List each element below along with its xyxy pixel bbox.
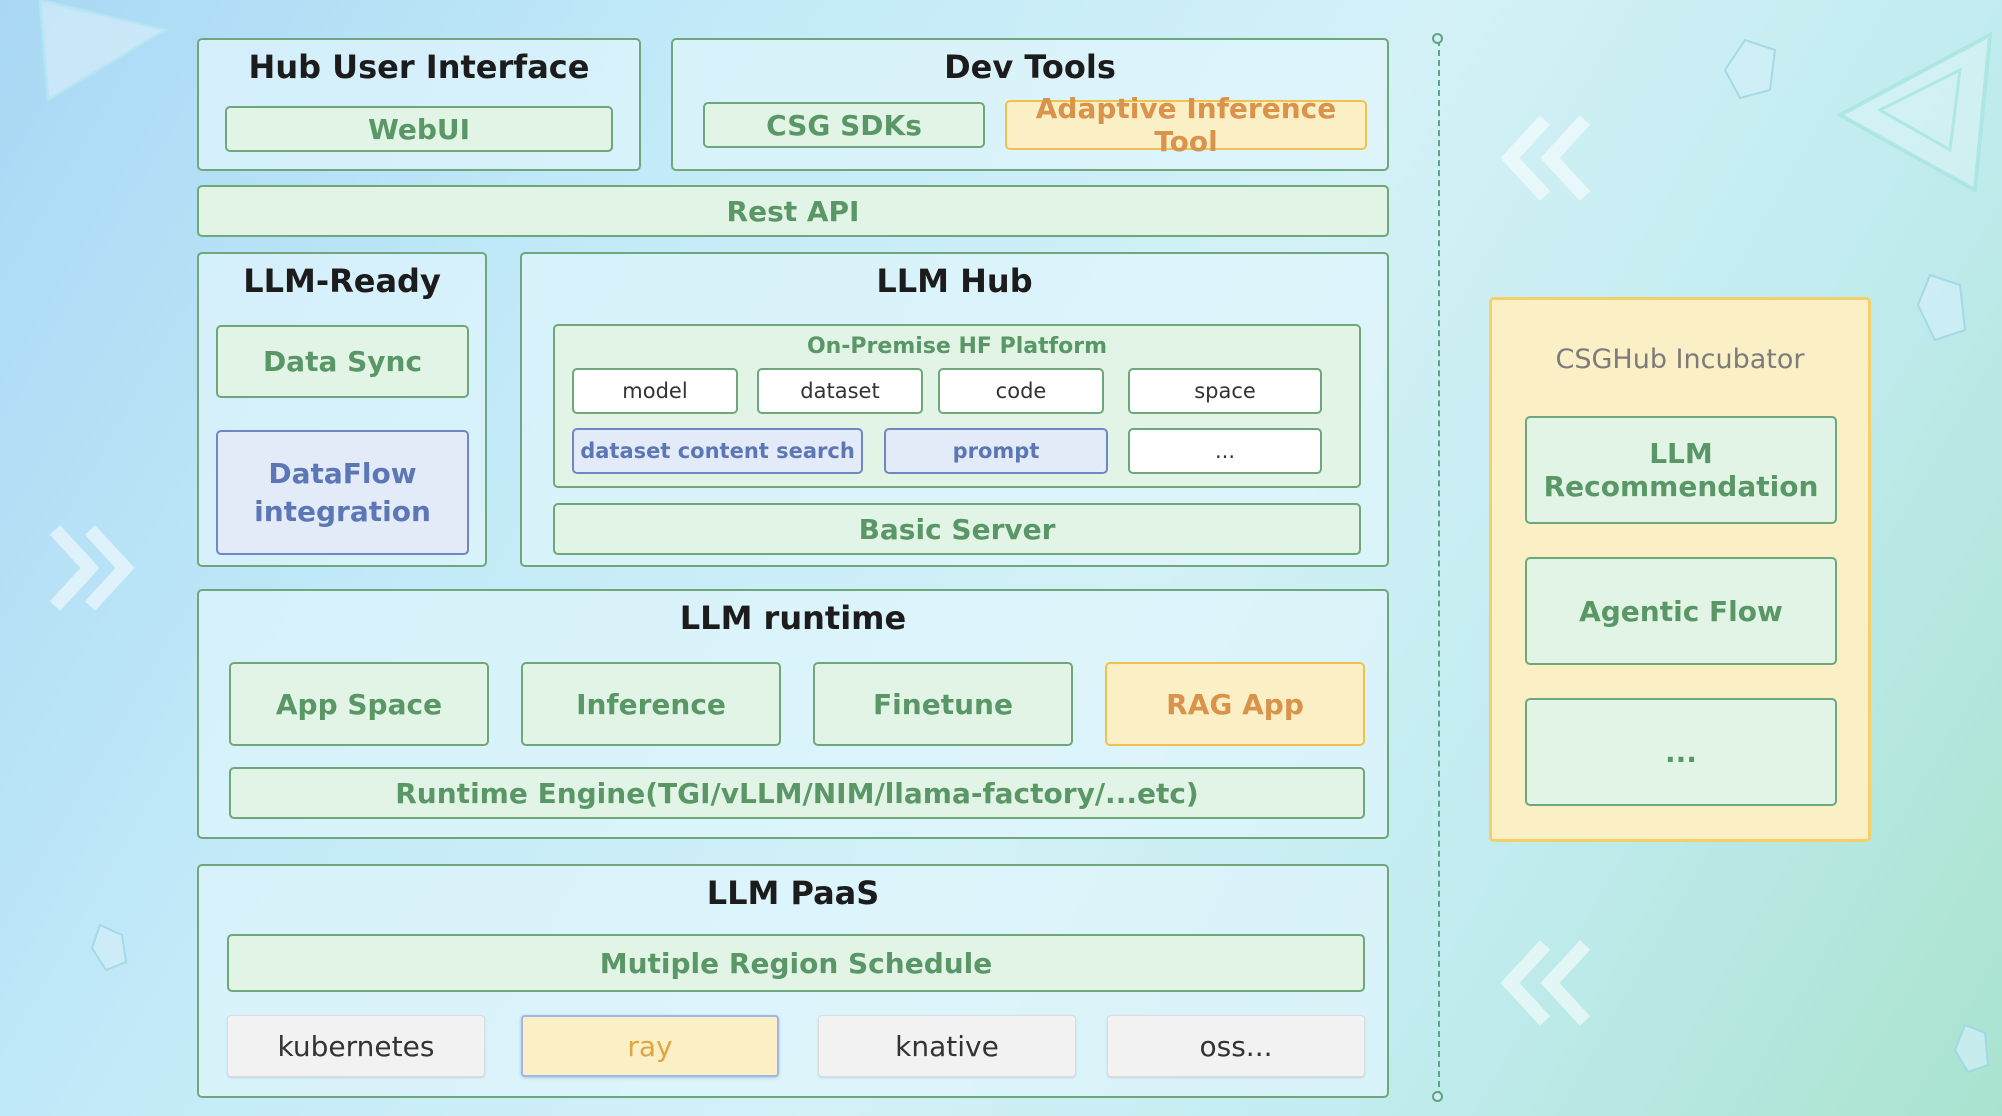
llm-ready-title: LLM-Ready bbox=[243, 262, 441, 300]
dashed-divider bbox=[1438, 40, 1440, 1097]
rag-app-box[interactable]: RAG App bbox=[1105, 662, 1365, 746]
llm-paas-panel: LLM PaaS Mutiple Region Schedule kuberne… bbox=[197, 864, 1389, 1098]
dev-tools-title: Dev Tools bbox=[944, 48, 1116, 86]
llm-paas-title: LLM PaaS bbox=[706, 874, 880, 912]
multiple-region-schedule-box[interactable]: Mutiple Region Schedule bbox=[227, 934, 1365, 992]
chevrons-right-icon bbox=[49, 525, 135, 611]
space-box[interactable]: space bbox=[1128, 368, 1322, 414]
ray-box[interactable]: ray bbox=[521, 1015, 779, 1077]
llm-ready-panel: LLM-Ready Data Sync DataFlow integration bbox=[197, 252, 487, 567]
agentic-flow-box[interactable]: Agentic Flow bbox=[1525, 557, 1837, 665]
hub-user-interface-title: Hub User Interface bbox=[248, 48, 590, 86]
knative-box[interactable]: knative bbox=[818, 1015, 1076, 1077]
dataset-content-search-box[interactable]: dataset content search bbox=[572, 428, 863, 474]
crystal-decoration-icon bbox=[1916, 273, 1967, 342]
app-space-box[interactable]: App Space bbox=[229, 662, 489, 746]
crystal-decoration-icon bbox=[1723, 38, 1777, 100]
triangle-decoration-icon bbox=[1835, 31, 1993, 194]
llm-runtime-title: LLM runtime bbox=[679, 599, 907, 637]
divider-top-dot bbox=[1432, 33, 1443, 44]
finetune-box[interactable]: Finetune bbox=[813, 662, 1073, 746]
code-box[interactable]: code bbox=[938, 368, 1104, 414]
dataset-box[interactable]: dataset bbox=[757, 368, 923, 414]
inference-box[interactable]: Inference bbox=[521, 662, 781, 746]
basic-server-box[interactable]: Basic Server bbox=[553, 503, 1361, 555]
on-premise-hf-platform: On-Premise HF Platform model dataset cod… bbox=[553, 324, 1361, 488]
adaptive-inference-tool-box[interactable]: Adaptive Inference Tool bbox=[1005, 92, 1367, 158]
crystal-decoration-icon bbox=[1953, 1023, 1990, 1074]
chevrons-left-icon bbox=[1500, 940, 1591, 1026]
llm-runtime-panel: LLM runtime App Space Inference Finetune… bbox=[197, 589, 1389, 839]
runtime-engine-box[interactable]: Runtime Engine(TGI/vLLM/NIM/llama-factor… bbox=[229, 767, 1365, 819]
prompt-box[interactable]: prompt bbox=[884, 428, 1108, 474]
csghub-incubator-title: CSGHub Incubator bbox=[1555, 344, 1805, 375]
on-premise-hf-platform-title: On-Premise HF Platform bbox=[806, 334, 1108, 359]
triangle-decoration-icon bbox=[1876, 67, 1962, 153]
llm-hub-title: LLM Hub bbox=[876, 262, 1033, 300]
model-box[interactable]: model bbox=[572, 368, 738, 414]
more-box[interactable]: ... bbox=[1128, 428, 1322, 474]
csghub-incubator-panel: CSGHub Incubator LLM Recommendation Agen… bbox=[1489, 297, 1871, 842]
rest-api-bar[interactable]: Rest API bbox=[197, 185, 1389, 237]
incubator-more-box[interactable]: ... bbox=[1525, 698, 1837, 806]
llm-hub-panel: LLM Hub On-Premise HF Platform model dat… bbox=[520, 252, 1389, 567]
llm-recommendation-box[interactable]: LLM Recommendation bbox=[1525, 416, 1837, 524]
dev-tools-panel: Dev Tools CSG SDKs Adaptive Inference To… bbox=[671, 38, 1389, 171]
webui-box[interactable]: WebUI bbox=[225, 106, 613, 152]
dataflow-integration-box[interactable]: DataFlow integration bbox=[216, 430, 469, 555]
triangle-decoration-icon bbox=[38, 0, 169, 103]
oss-box[interactable]: oss... bbox=[1107, 1015, 1365, 1077]
chevrons-left-icon bbox=[1500, 115, 1591, 201]
hub-user-interface-panel: Hub User Interface WebUI bbox=[197, 38, 641, 171]
data-sync-box[interactable]: Data Sync bbox=[216, 325, 469, 398]
divider-bottom-dot bbox=[1432, 1091, 1443, 1102]
kubernetes-box[interactable]: kubernetes bbox=[227, 1015, 485, 1077]
crystal-decoration-icon bbox=[90, 923, 128, 972]
csg-sdks-box[interactable]: CSG SDKs bbox=[703, 102, 985, 148]
